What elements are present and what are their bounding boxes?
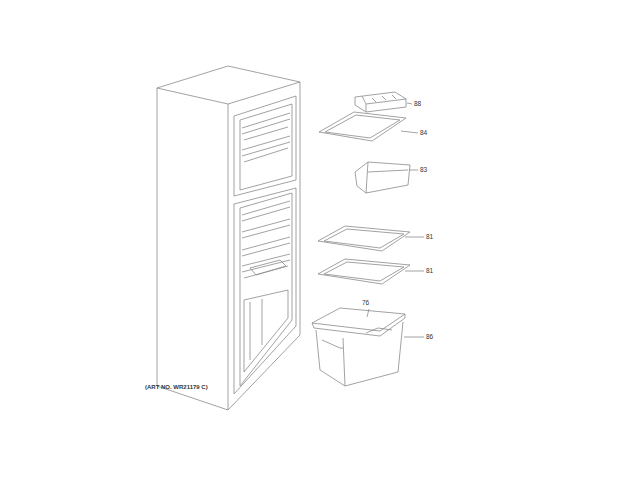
egg-tray-detail [362, 95, 406, 112]
cover-handle [366, 328, 392, 333]
fresh-food-opening [234, 188, 296, 394]
callout-number: 83 [420, 166, 427, 174]
crisper-drawer-detail [322, 338, 345, 386]
crisper-area [244, 290, 288, 372]
crisper-lines [250, 299, 262, 360]
callout-number: 84 [420, 129, 427, 137]
art-number-caption: (ART NO. WR21179 C) [145, 383, 208, 391]
freezer-shelf [319, 112, 406, 141]
crisper-cover-edge [312, 314, 405, 336]
cabinet-front-edge [228, 82, 300, 410]
egg-tray [355, 92, 406, 112]
shelf [318, 226, 410, 251]
freezer-opening [234, 96, 296, 196]
callout-number: 81 [426, 267, 433, 275]
callout-number: 76 [362, 299, 369, 307]
fresh-food-shelf-lines [242, 201, 290, 278]
callout-number: 86 [426, 333, 433, 341]
door-bin [355, 162, 410, 193]
door-bin-detail [366, 162, 408, 193]
callout-number: 81 [426, 233, 433, 241]
shelf-inner [324, 262, 404, 281]
shelf-inner [324, 229, 404, 248]
freezer-liner [240, 104, 292, 190]
crisper-drawer [316, 322, 403, 386]
shelf [318, 259, 410, 284]
leader-lines [367, 103, 424, 337]
callout-number: 88 [414, 100, 421, 108]
freezer-shelf-lines [242, 113, 290, 162]
shelf-rail [250, 260, 286, 275]
fresh-food-liner [240, 193, 292, 386]
freezer-shelf-inner [325, 115, 400, 138]
cabinet-top [157, 66, 300, 104]
cabinet-side [157, 88, 228, 410]
crisper-cover [312, 308, 405, 331]
